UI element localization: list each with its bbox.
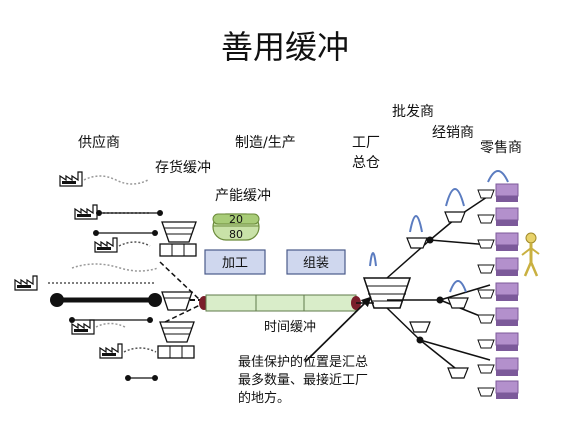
inventory-buffer-funnel-bottom: [157, 321, 195, 359]
supplier-factory-icon-3: [94, 237, 118, 253]
assembly-box: [286, 249, 346, 275]
factory-warehouse-heading-line2: 总仓: [352, 155, 380, 171]
feeder-line-bottom: [164, 304, 201, 323]
retailer-stack-5: [477, 282, 519, 301]
retailer-stack-2: [477, 207, 519, 226]
retailer-stack-1: [477, 170, 519, 202]
annotation-line-1: 最佳保护的位置是汇总: [238, 354, 368, 370]
capacity-buffer-heading: 产能缓冲: [215, 188, 271, 204]
supplier-factory-icon-2: [74, 204, 98, 220]
assembly-box-label: 组装: [303, 256, 329, 271]
annotation-line-3: 的地方。: [238, 390, 290, 406]
supplier-factory-icon-6: [99, 343, 123, 359]
time-buffer-bar: [199, 294, 361, 312]
retailer-stack-6: [477, 307, 519, 326]
distributor-heading: 经销商: [432, 125, 474, 141]
supplier-factory-icon-4: [14, 275, 38, 291]
distributor-funnel-middle: [447, 280, 469, 309]
capacity-gauge-upper-value: 20: [229, 213, 243, 226]
manufacturing-heading: 制造/生产: [235, 135, 296, 151]
wholesaler-funnel-lower: [409, 321, 431, 333]
supplier-factory-icon-5: [71, 319, 95, 335]
distributor-funnel-top: [444, 188, 466, 223]
retailer-stack-8: [477, 357, 519, 376]
customer-person-icon: [521, 232, 540, 277]
feeder-line-top: [159, 261, 201, 301]
supplier-heading: 供应商: [78, 134, 120, 151]
supplier-supply-lines: [48, 175, 163, 381]
wholesaler-funnel: [406, 215, 428, 249]
capacity-buffer-gauge: [212, 213, 260, 241]
retailer-stack-4: [477, 257, 519, 276]
wholesaler-heading: 批发商: [392, 104, 434, 120]
retailer-stack-9: [477, 380, 519, 399]
inventory-buffer-funnel-top: [159, 221, 197, 257]
supplier-factory-icon-1: [59, 171, 83, 187]
retailer-heading: 零售商: [480, 140, 522, 156]
capacity-gauge-lower-value: 80: [229, 228, 243, 241]
retailer-stack-7: [477, 332, 519, 351]
page-title: 善用缓冲: [221, 28, 349, 66]
retailer-column: [477, 170, 519, 399]
retailer-stack-3: [477, 232, 519, 251]
inventory-buffer-funnel-middle: [161, 291, 193, 311]
distributor-funnel-bottom: [447, 367, 469, 379]
processing-box: [204, 249, 266, 275]
annotation-line-2: 最多数量、最接近工厂: [238, 372, 368, 388]
processing-box-label: 加工: [222, 256, 248, 271]
factory-warehouse-heading-line1: 工厂: [352, 135, 380, 151]
time-buffer-label: 时间缓冲: [264, 320, 316, 335]
annotation-arrow: [304, 296, 372, 363]
inventory-buffer-heading: 存货缓冲: [155, 159, 211, 176]
